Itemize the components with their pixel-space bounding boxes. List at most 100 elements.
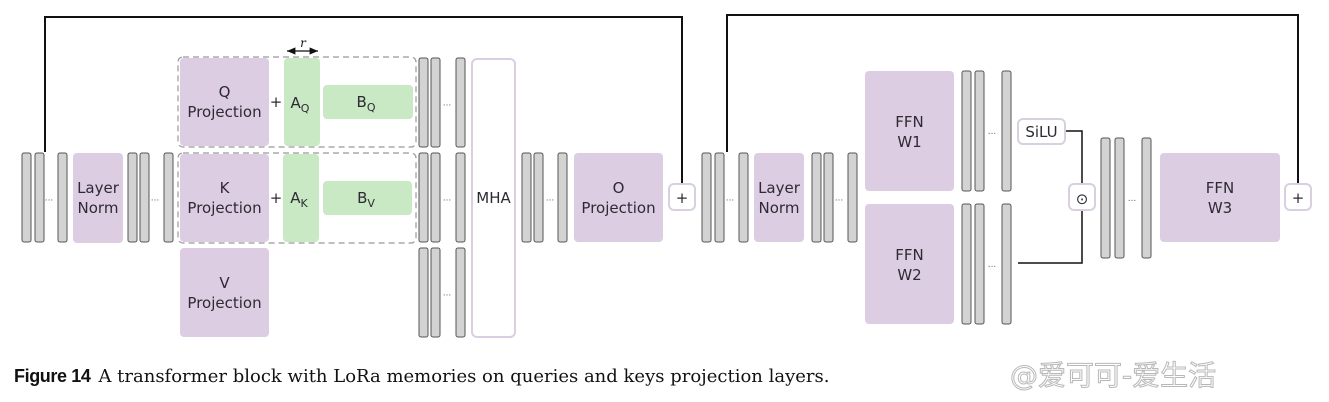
w2-out-vectors: ...	[961, 203, 1012, 325]
vector-bar	[961, 203, 972, 325]
svg-text:AK: AK	[290, 189, 308, 210]
transformer-lora-diagram: ................................. Layer …	[21, 14, 1312, 338]
vector-bar	[34, 152, 45, 243]
vector-bar	[1114, 137, 1125, 259]
figure-caption-text: A transformer block with LoRa memories o…	[98, 366, 830, 387]
svg-text:BQ: BQ	[357, 93, 376, 114]
b-v-sub: V	[367, 197, 375, 210]
vector-bar	[811, 152, 822, 243]
a-q-base: A	[291, 94, 302, 112]
watermark: @爱可可-爱生活	[1009, 359, 1217, 393]
vector-bar	[455, 247, 466, 338]
svg-text:BV: BV	[357, 189, 375, 210]
figure-label: Figure 14	[14, 366, 91, 386]
ffn-w2-line1: FFN	[895, 246, 923, 264]
vector-bar	[455, 152, 466, 243]
mha-block: MHA	[471, 58, 516, 338]
norm2-out-vectors: ...	[811, 152, 858, 243]
ellipsis: ...	[988, 260, 997, 270]
vector-bar	[430, 152, 441, 243]
vector-bar	[974, 203, 985, 325]
svg-text:AQ: AQ	[291, 94, 310, 115]
silu-connector	[1066, 130, 1083, 184]
vector-bar	[974, 70, 985, 192]
q-projection-line1: Q	[219, 83, 231, 101]
a-k-base: A	[290, 189, 301, 207]
ffn-w1: FFN W1	[865, 71, 954, 191]
k-projection-line1: K	[220, 179, 231, 197]
w1-out-vectors: ...	[961, 70, 1012, 192]
v-projection-line1: V	[219, 274, 230, 292]
o-projection-line1: O	[613, 179, 625, 197]
vector-bar	[418, 152, 429, 243]
vector-bar	[521, 152, 532, 243]
residual-add-1-label: +	[676, 189, 689, 207]
ffn-w2: FFN W2	[865, 204, 954, 324]
b-v-base: B	[357, 189, 367, 207]
vector-bar	[847, 152, 858, 243]
ellipsis: ...	[546, 194, 555, 204]
layer-norm-2-line2: Norm	[759, 199, 800, 217]
vector-bar	[1100, 137, 1111, 259]
vector-bar	[21, 152, 32, 243]
vector-bar	[557, 152, 568, 243]
vector-bar	[139, 152, 150, 243]
residual-add-2: +	[1284, 183, 1312, 211]
silu-label: SiLU	[1025, 123, 1057, 141]
residual-add-2-label: +	[1292, 189, 1305, 207]
mha-label: MHA	[476, 189, 511, 207]
vector-bar	[127, 152, 138, 243]
vector-bar	[823, 152, 834, 243]
k-vectors: ...	[418, 152, 466, 243]
vector-bar	[738, 152, 749, 243]
vector-bar	[430, 247, 441, 338]
ellipsis: ...	[726, 194, 735, 204]
ffn-w1-line2: W1	[897, 133, 921, 151]
gated-vectors: ...	[1100, 137, 1152, 259]
ellipsis: ...	[443, 99, 452, 109]
ffn-w3-line1: FFN	[1206, 179, 1234, 197]
k-projection-line2: Projection	[187, 199, 261, 217]
vector-bar	[455, 57, 466, 148]
hadamard-product: ⊙	[1068, 183, 1096, 211]
q-projection-line2: Projection	[187, 103, 261, 121]
silu-activation: SiLU	[1017, 118, 1066, 145]
token-vectors: .................................	[21, 57, 1152, 338]
ellipsis: ...	[443, 194, 452, 204]
vector-bar	[1001, 70, 1012, 192]
vector-bar	[57, 152, 68, 243]
ellipsis: ...	[443, 289, 452, 299]
ellipsis: ...	[835, 194, 844, 204]
vector-bar	[1001, 203, 1012, 325]
lora-group-k	[177, 152, 417, 244]
figure-caption: Figure 14 A transformer block with LoRa m…	[14, 366, 830, 387]
q-projection: Q Projection	[180, 58, 269, 146]
ellipsis: ...	[1128, 194, 1137, 204]
lora-group-q	[177, 56, 417, 148]
b-q-base: B	[357, 93, 367, 111]
vector-bar	[533, 152, 544, 243]
plus-q: +	[270, 93, 283, 111]
a-q-sub: Q	[301, 102, 310, 115]
mha-out-vectors: ...	[521, 152, 568, 243]
vector-bar	[418, 247, 429, 338]
ffn-w3-line2: W3	[1208, 199, 1232, 217]
ffn-w2-line2: W2	[897, 266, 921, 284]
norm1-out-vectors: ...	[127, 152, 174, 243]
ellipsis: ...	[151, 194, 160, 204]
o-projection-line2: Projection	[581, 199, 655, 217]
vector-bar	[1141, 137, 1152, 259]
o-projection: O Projection	[574, 153, 663, 242]
w2-connector	[1018, 210, 1083, 264]
vector-bar	[163, 152, 174, 243]
vector-bar	[418, 57, 429, 148]
q-vectors: ...	[418, 57, 466, 148]
lora-a-q: AQ	[284, 58, 320, 146]
layer-norm-1-line1: Layer	[77, 179, 120, 197]
rank-label: r	[300, 36, 307, 50]
v-vectors: ...	[418, 247, 466, 338]
ellipsis: ...	[988, 127, 997, 137]
lora-a-k: AK	[283, 154, 319, 242]
layer-norm-2-line1: Layer	[758, 179, 801, 197]
vector-bar	[701, 152, 712, 243]
